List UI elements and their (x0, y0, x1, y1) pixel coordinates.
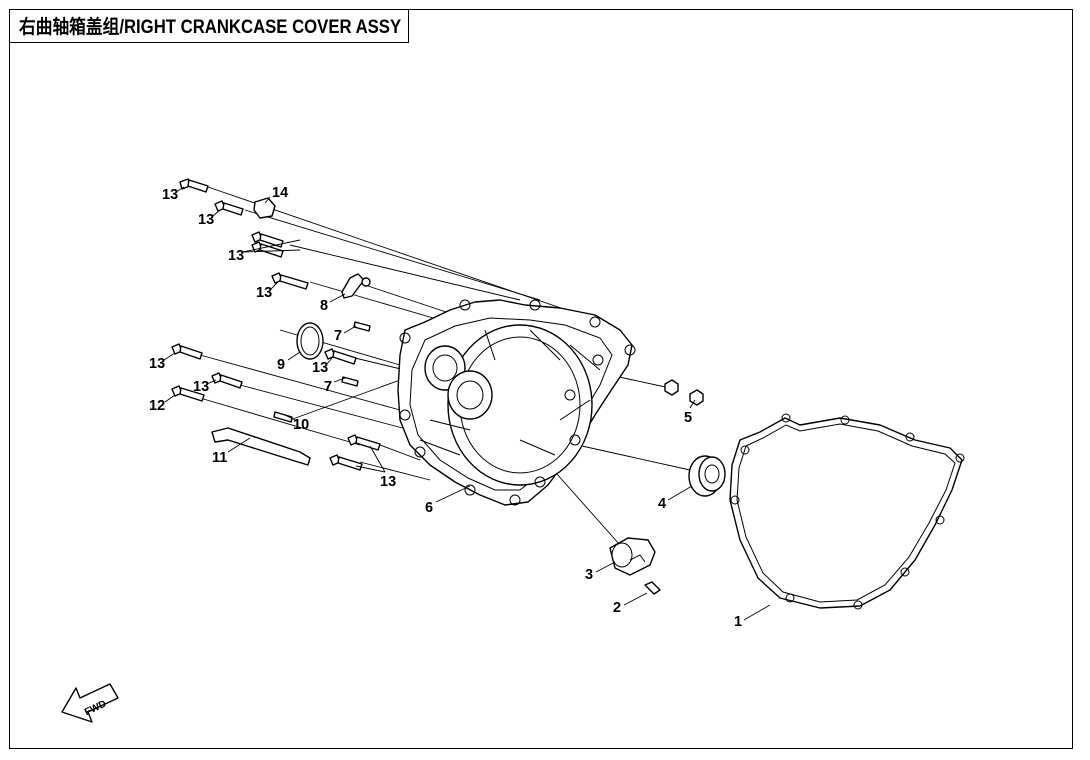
callout-13g: 13 (193, 379, 209, 395)
oil-seal (688, 455, 726, 497)
callout-3: 3 (585, 567, 593, 583)
callout-9: 9 (277, 357, 285, 373)
callout-labels: 1 2 3 4 5 6 7 7 8 9 10 11 12 13 13 13 (149, 185, 771, 630)
callout-7b: 7 (324, 379, 332, 395)
callout-10: 10 (293, 417, 309, 433)
wire-clip (253, 197, 276, 219)
callout-6: 6 (425, 500, 433, 516)
callout-5: 5 (684, 410, 692, 426)
bracket (341, 273, 371, 299)
callout-13e: 13 (312, 360, 328, 376)
drain-bolts (664, 379, 704, 406)
bolts (171, 178, 381, 471)
callout-4: 4 (658, 496, 666, 512)
callout-13c: 13 (228, 248, 244, 264)
callout-7a: 7 (334, 328, 342, 344)
fwd-arrow-icon: FWD (61, 683, 119, 723)
gasket (729, 413, 965, 610)
sensor (609, 537, 656, 576)
o-ring (296, 322, 324, 360)
callout-8: 8 (320, 298, 328, 314)
callout-11: 11 (212, 450, 227, 466)
callout-12: 12 (149, 398, 165, 414)
callout-13b: 13 (198, 212, 214, 228)
callout-13h: 13 (380, 474, 396, 490)
callout-13f: 13 (149, 356, 165, 372)
crankcase-cover (397, 299, 636, 506)
title-box: 右曲轴箱盖组/RIGHT CRANKCASE COVER ASSY (9, 9, 409, 43)
callout-1: 1 (734, 614, 742, 630)
callout-13d: 13 (256, 285, 272, 301)
breather-tube (211, 427, 311, 466)
sensor-bolt (644, 581, 661, 595)
callout-2: 2 (613, 600, 621, 616)
page-title: 右曲轴箱盖组/RIGHT CRANKCASE COVER ASSY (19, 17, 402, 38)
assembly-lines (199, 186, 691, 546)
callout-14: 14 (272, 185, 288, 201)
callout-13a: 13 (162, 187, 178, 203)
drawing-frame (9, 9, 1073, 749)
